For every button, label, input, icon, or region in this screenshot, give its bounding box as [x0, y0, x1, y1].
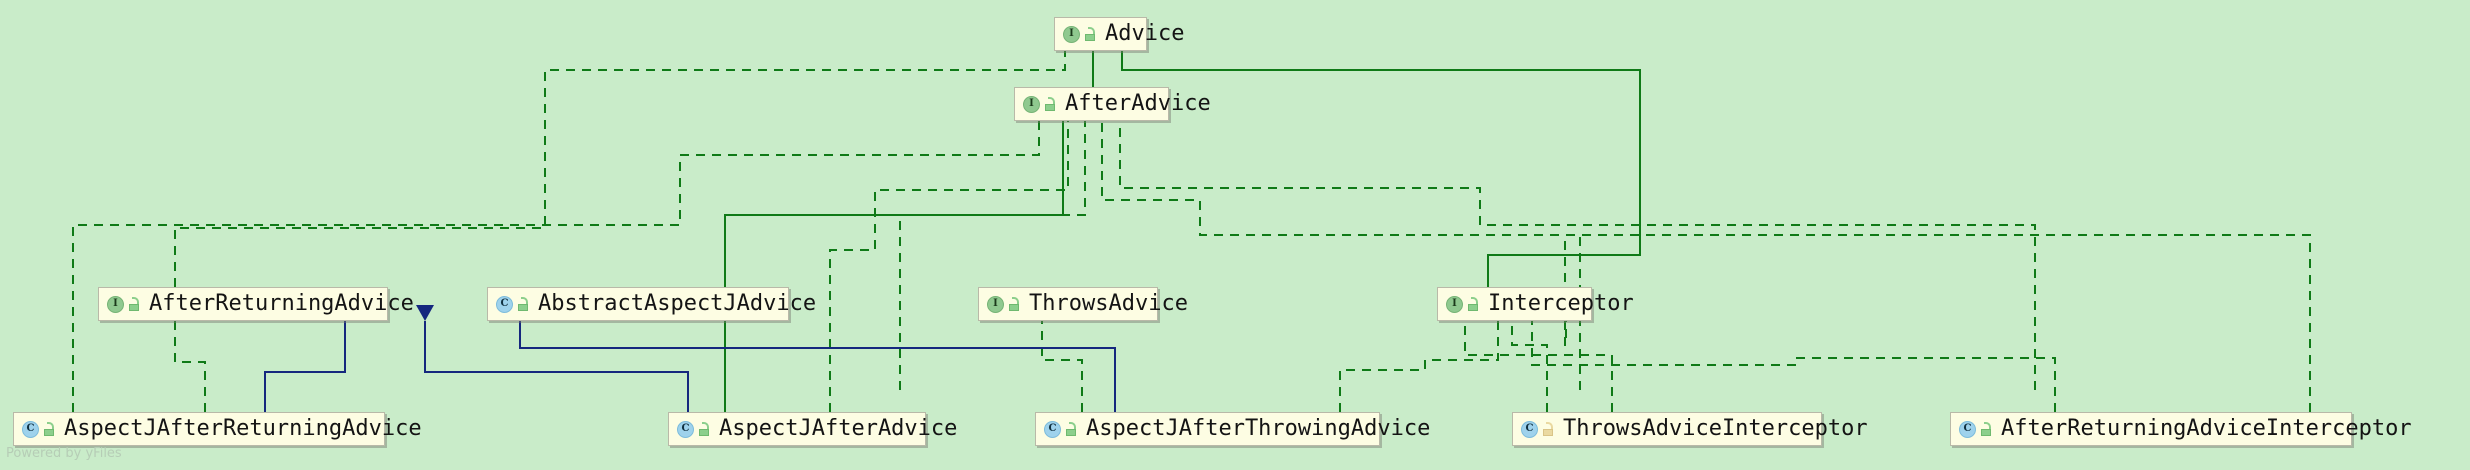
unlocked-padlock-icon: [1007, 297, 1020, 311]
node-badges: [677, 420, 710, 438]
edge-afterReturningAdviceInterceptor-to-interceptor: [1523, 305, 2056, 412]
unlocked-padlock-icon: [1064, 422, 1077, 436]
class-icon: [22, 420, 39, 438]
edge-afterReturningAdvice-to-advice: [174, 35, 1074, 287]
yfiles-watermark: Powered by yFiles: [6, 446, 122, 461]
node-badges: [1023, 95, 1056, 113]
edge-aspectJAfterAdvice-to-abstractAspectJAdvice: [416, 305, 689, 412]
class-node-label: AfterReturningAdviceInterceptor: [2001, 416, 2412, 441]
class-node-abstractAspectJAdvice[interactable]: AbstractAspectJAdvice: [487, 287, 816, 321]
node-badges: [1521, 420, 1554, 438]
class-node-label: AspectJAfterReturningAdvice: [64, 416, 422, 441]
class-node-label: ThrowsAdvice: [1029, 291, 1188, 316]
unlocked-padlock-icon: [516, 297, 529, 311]
edge-aspectJAfterThrowingAdvice-to-interceptor: [1339, 305, 1507, 412]
node-badges: [496, 295, 529, 313]
unlocked-padlock-icon: [697, 422, 710, 436]
interface-icon: [1063, 25, 1080, 43]
unlocked-padlock-icon: [1541, 422, 1554, 436]
class-icon: [1521, 420, 1538, 438]
node-badges: [22, 420, 55, 438]
class-node-label: Advice: [1105, 21, 1185, 46]
class-node-afterReturningAdvice[interactable]: AfterReturningAdvice: [98, 287, 414, 321]
edge-aspectJAfterReturningAdvice-to-afterReturningAdvice: [166, 305, 206, 412]
node-badges: [107, 295, 140, 313]
arrowhead: [416, 305, 434, 321]
class-node-label: AspectJAfterThrowingAdvice: [1086, 416, 1431, 441]
edge-aspectJAfterReturningAdvice-to-interceptor: [1557, 234, 2311, 412]
class-node-afterReturningAdviceInterceptor[interactable]: AfterReturningAdviceInterceptor: [1950, 412, 2412, 446]
class-node-label: AspectJAfterAdvice: [719, 416, 958, 441]
edge-aspectJAfterReturningAdvice-to-afterAdvice: [72, 105, 1048, 412]
class-node-aspectJAfterReturningAdvice[interactable]: AspectJAfterReturningAdvice: [13, 412, 422, 446]
class-node-label: AfterReturningAdvice: [149, 291, 414, 316]
class-node-label: ThrowsAdviceInterceptor: [1563, 416, 1868, 441]
edge-aspectJAfterReturningAdvice-to-abstractAspectJAdvice: [264, 305, 354, 412]
unlocked-padlock-icon: [1466, 297, 1479, 311]
unlocked-padlock-icon: [42, 422, 55, 436]
unlocked-padlock-icon: [1083, 27, 1096, 41]
edge-throwsAdviceInterceptor-to-throwsAdvice: [1503, 305, 1548, 412]
edge-interceptor-to-advice: [1113, 35, 1641, 287]
class-icon: [1044, 420, 1061, 438]
class-node-afterAdvice[interactable]: AfterAdvice: [1014, 87, 1211, 121]
interface-icon: [1023, 95, 1040, 113]
class-node-label: Interceptor: [1488, 291, 1634, 316]
node-badges: [1959, 420, 1992, 438]
class-node-aspectJAfterThrowingAdvice[interactable]: AspectJAfterThrowingAdvice: [1035, 412, 1430, 446]
class-node-label: AfterAdvice: [1065, 91, 1211, 116]
edge-aspectJAfterThrowingAdvice-to-throwsAdvice: [1033, 305, 1083, 412]
node-badges: [1446, 295, 1479, 313]
class-node-throwsAdvice[interactable]: ThrowsAdvice: [978, 287, 1188, 321]
node-badges: [1063, 25, 1096, 43]
class-node-advice[interactable]: Advice: [1054, 17, 1184, 51]
edge-aspectJAfterAdvice-to-afterAdvice: [829, 105, 1077, 412]
interface-icon: [987, 295, 1004, 313]
class-node-label: AbstractAspectJAdvice: [538, 291, 817, 316]
interface-icon: [107, 295, 124, 313]
edge-aspectJAfterAdvice-to-afterAdvice: [724, 105, 1072, 412]
unlocked-padlock-icon: [1979, 422, 1992, 436]
class-icon: [677, 420, 694, 438]
edge-aspectJAfterThrowingAdvice-to-abstractAspectJAdvice: [511, 305, 1116, 412]
class-node-aspectJAfterAdvice[interactable]: AspectJAfterAdvice: [668, 412, 957, 446]
interface-icon: [1446, 295, 1463, 313]
node-badges: [1044, 420, 1077, 438]
class-node-throwsAdviceInterceptor[interactable]: ThrowsAdviceInterceptor: [1512, 412, 1868, 446]
class-node-interceptor[interactable]: Interceptor: [1437, 287, 1634, 321]
unlocked-padlock-icon: [1043, 97, 1056, 111]
edge-throwsAdviceInterceptor-to-interceptor: [1456, 305, 1613, 412]
class-icon: [496, 295, 513, 313]
edge-throwsAdviceInterceptor-to-afterAdvice: [1093, 105, 1581, 390]
edge-afterReturningAdviceInterceptor-to-afterAdvice: [1111, 105, 2036, 390]
class-icon: [1959, 420, 1976, 438]
node-badges: [987, 295, 1020, 313]
unlocked-padlock-icon: [127, 297, 140, 311]
